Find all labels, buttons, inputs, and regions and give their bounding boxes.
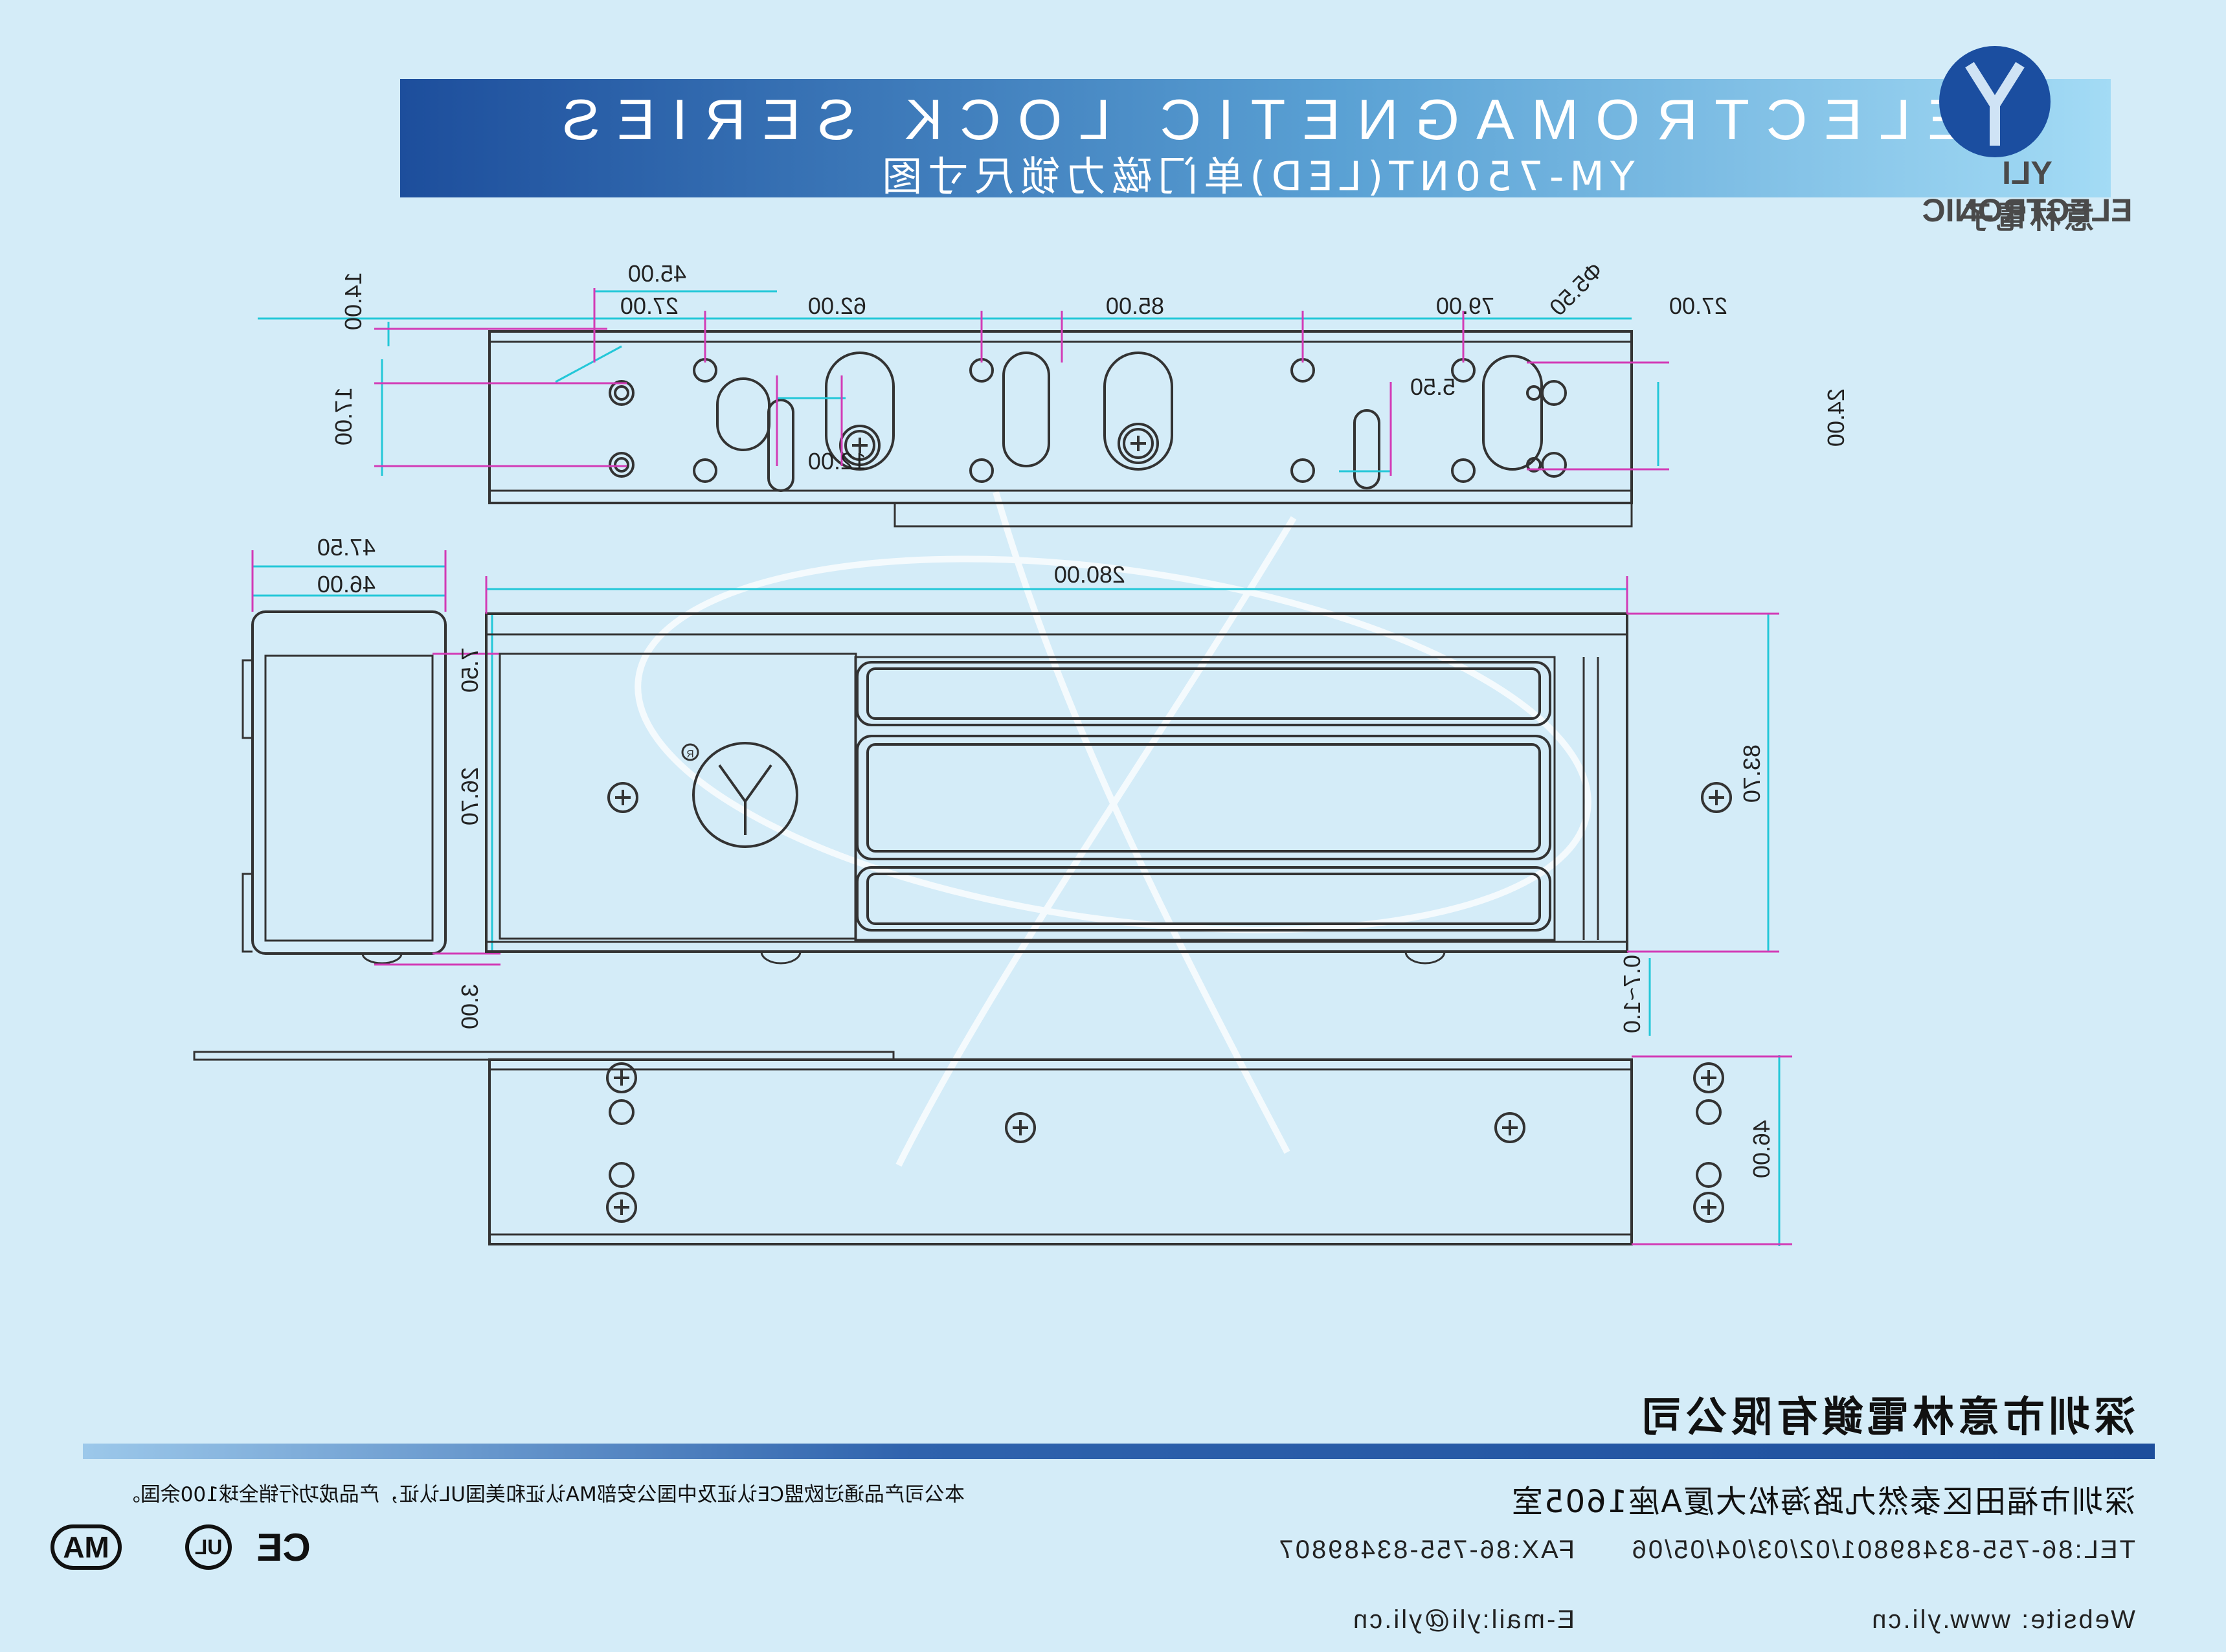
certification-note: 本公司产品通过欧盟CE认证及中国公安部MA认证和美国UL认证，产品成功行销全球1…: [120, 1483, 965, 1506]
bottom-view-outline: [488, 1058, 1633, 1245]
dim-47-5: 47.50: [317, 534, 376, 561]
dim-3: 3.00: [456, 984, 483, 1029]
dim-14: 14.00: [340, 272, 366, 330]
front-dimension-lines: [486, 588, 1770, 1036]
dim-7-5: 7.50: [456, 647, 483, 693]
registered-mark: R: [686, 749, 694, 760]
ce-cert-icon: CE: [256, 1525, 311, 1569]
front-extension-lines: [485, 576, 1779, 953]
dim-27-right: 27.00: [1669, 293, 1727, 319]
coil-bars: [856, 661, 1551, 932]
dim-46: 46.00: [317, 571, 376, 597]
dim-45: 45.00: [628, 260, 686, 287]
dim-27-left: 27.00: [620, 293, 679, 319]
front-view: R: [485, 576, 1779, 1036]
company-address: 深圳市福田区泰然九路海松大厦A座1605室: [1511, 1484, 2135, 1520]
bottom-view-labels: 46.00: [1748, 1120, 1775, 1178]
dim-280: 280.00: [1054, 561, 1125, 588]
side-dimension-lines: [253, 565, 493, 952]
front-view-labels: 280.00 83.70 0.7~1.0: [1054, 561, 1765, 1033]
logo-y-icon: [1939, 46, 2051, 157]
dim-83-7: 83.70: [1738, 744, 1765, 803]
footer-divider: [83, 1444, 2155, 1459]
top-extension-lines: [374, 288, 1669, 476]
dim-gap: 0.7~1.0: [1619, 955, 1645, 1033]
top-view-holes: [609, 352, 1567, 492]
dim-5-5: 5.50: [1410, 374, 1456, 400]
top-view: [258, 288, 1669, 528]
front-logo-icon: [681, 742, 798, 848]
dim-26-7: 26.70: [456, 767, 483, 825]
bottom-view: [193, 1051, 1792, 1246]
dim-24: 24.00: [1823, 388, 1849, 447]
watermark: [635, 491, 1591, 1167]
fax: FAX:86-755-83489807: [1277, 1535, 1575, 1564]
dim-62: 62.00: [808, 293, 866, 319]
side-view-labels: 47.50 46.00 7.50 26.70 3.00: [317, 534, 483, 1029]
dim-79: 79.00: [1436, 293, 1494, 319]
telephone: TEL:86-755-83489801/02/03/04/05/06: [1630, 1535, 2135, 1564]
top-view-outline: [488, 330, 1633, 504]
ma-cert-icon: MA: [51, 1524, 122, 1570]
email-link[interactable]: E-mail:yli@yli.cn: [1351, 1605, 1575, 1634]
side-view-outline: [251, 610, 447, 955]
dim-85: 85.00: [1106, 293, 1164, 319]
top-view-labels: 45.00 27.00 62.00 85.00 79.00 27.00 Φ5.5…: [330, 257, 1849, 474]
website-link[interactable]: Website: www.yli.cn: [1870, 1605, 2135, 1634]
side-extension-lines: [251, 550, 500, 966]
top-dimension-lines: [258, 290, 1659, 476]
dim-12: 12.00: [808, 448, 866, 474]
side-view: [242, 550, 500, 966]
front-view-outline: [485, 612, 1628, 953]
dim-bottom-46: 46.00: [1748, 1120, 1775, 1178]
dim-17: 17.00: [330, 387, 357, 445]
ul-cert-icon: UL: [185, 1524, 232, 1570]
company-name: 深圳市意林電鎖有限公司: [1637, 1394, 2135, 1442]
dim-phi: Φ5.50: [1544, 257, 1608, 321]
